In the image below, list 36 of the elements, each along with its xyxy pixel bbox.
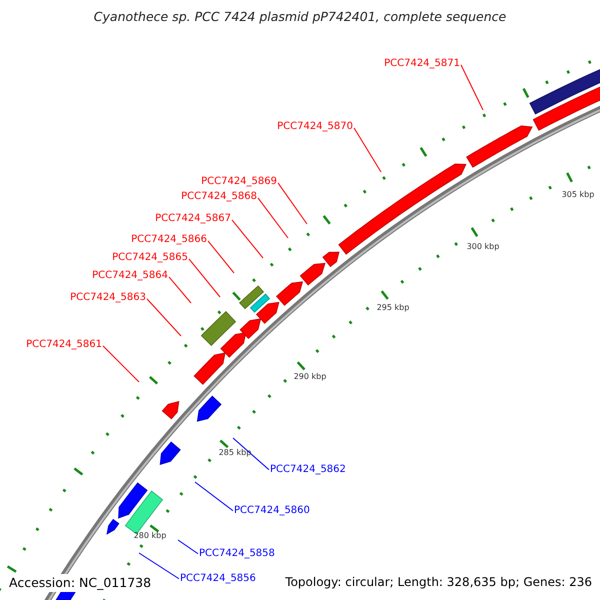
gene-label: PCC7424_5856: [180, 573, 256, 584]
leader-line: [232, 438, 270, 470]
leader-line: [146, 298, 182, 336]
leader-line: [354, 127, 382, 172]
scale-label: 300 kbp: [466, 242, 500, 252]
gene-label: PCC7424_5862: [270, 464, 346, 476]
scale-label: 295 kbp: [376, 303, 410, 312]
gene-label: PCC7424_5860: [234, 505, 310, 516]
gene-label: PCC7424_5863: [70, 292, 146, 304]
gene-label: PCC7424_5865: [112, 252, 188, 264]
scale-label: 280 kbp: [134, 531, 166, 540]
leader-line: [188, 258, 220, 298]
gene-label: PCC7424_5870: [277, 121, 353, 132]
leader-line: [168, 276, 192, 304]
leader-line: [258, 197, 288, 238]
scale-label: 305 kbp: [562, 190, 594, 200]
gene-label: PCC7424_5861: [26, 339, 102, 350]
gene-label: PCC7424_5858: [199, 548, 275, 560]
accession-text: Accession: NC_011738: [9, 574, 152, 592]
gene-label: PCC7424_5867: [155, 213, 231, 224]
title: Cyanothece sp. PCC 7424 plasmid pP742401, complete sequence: [92, 10, 508, 24]
gene-label: PCC7424_5864: [92, 270, 168, 282]
leader-line: [194, 482, 234, 512]
gene-label: PCC7424_5871: [384, 58, 460, 70]
gene-label: PCC7424_5866: [131, 234, 207, 246]
scale-label: 290 kbp: [294, 372, 326, 382]
gene-label: PCC7424_5868: [181, 191, 257, 202]
leader-line: [232, 219, 264, 258]
leader-line: [102, 345, 140, 382]
gene-label: PCC7424_5869: [201, 176, 277, 188]
leader-line: [460, 64, 484, 110]
scale-label: 285 kbp: [218, 448, 252, 458]
leader-line: [138, 552, 180, 580]
leader-line: [278, 182, 308, 224]
leader-line: [208, 240, 234, 274]
leader-line: [178, 540, 198, 554]
